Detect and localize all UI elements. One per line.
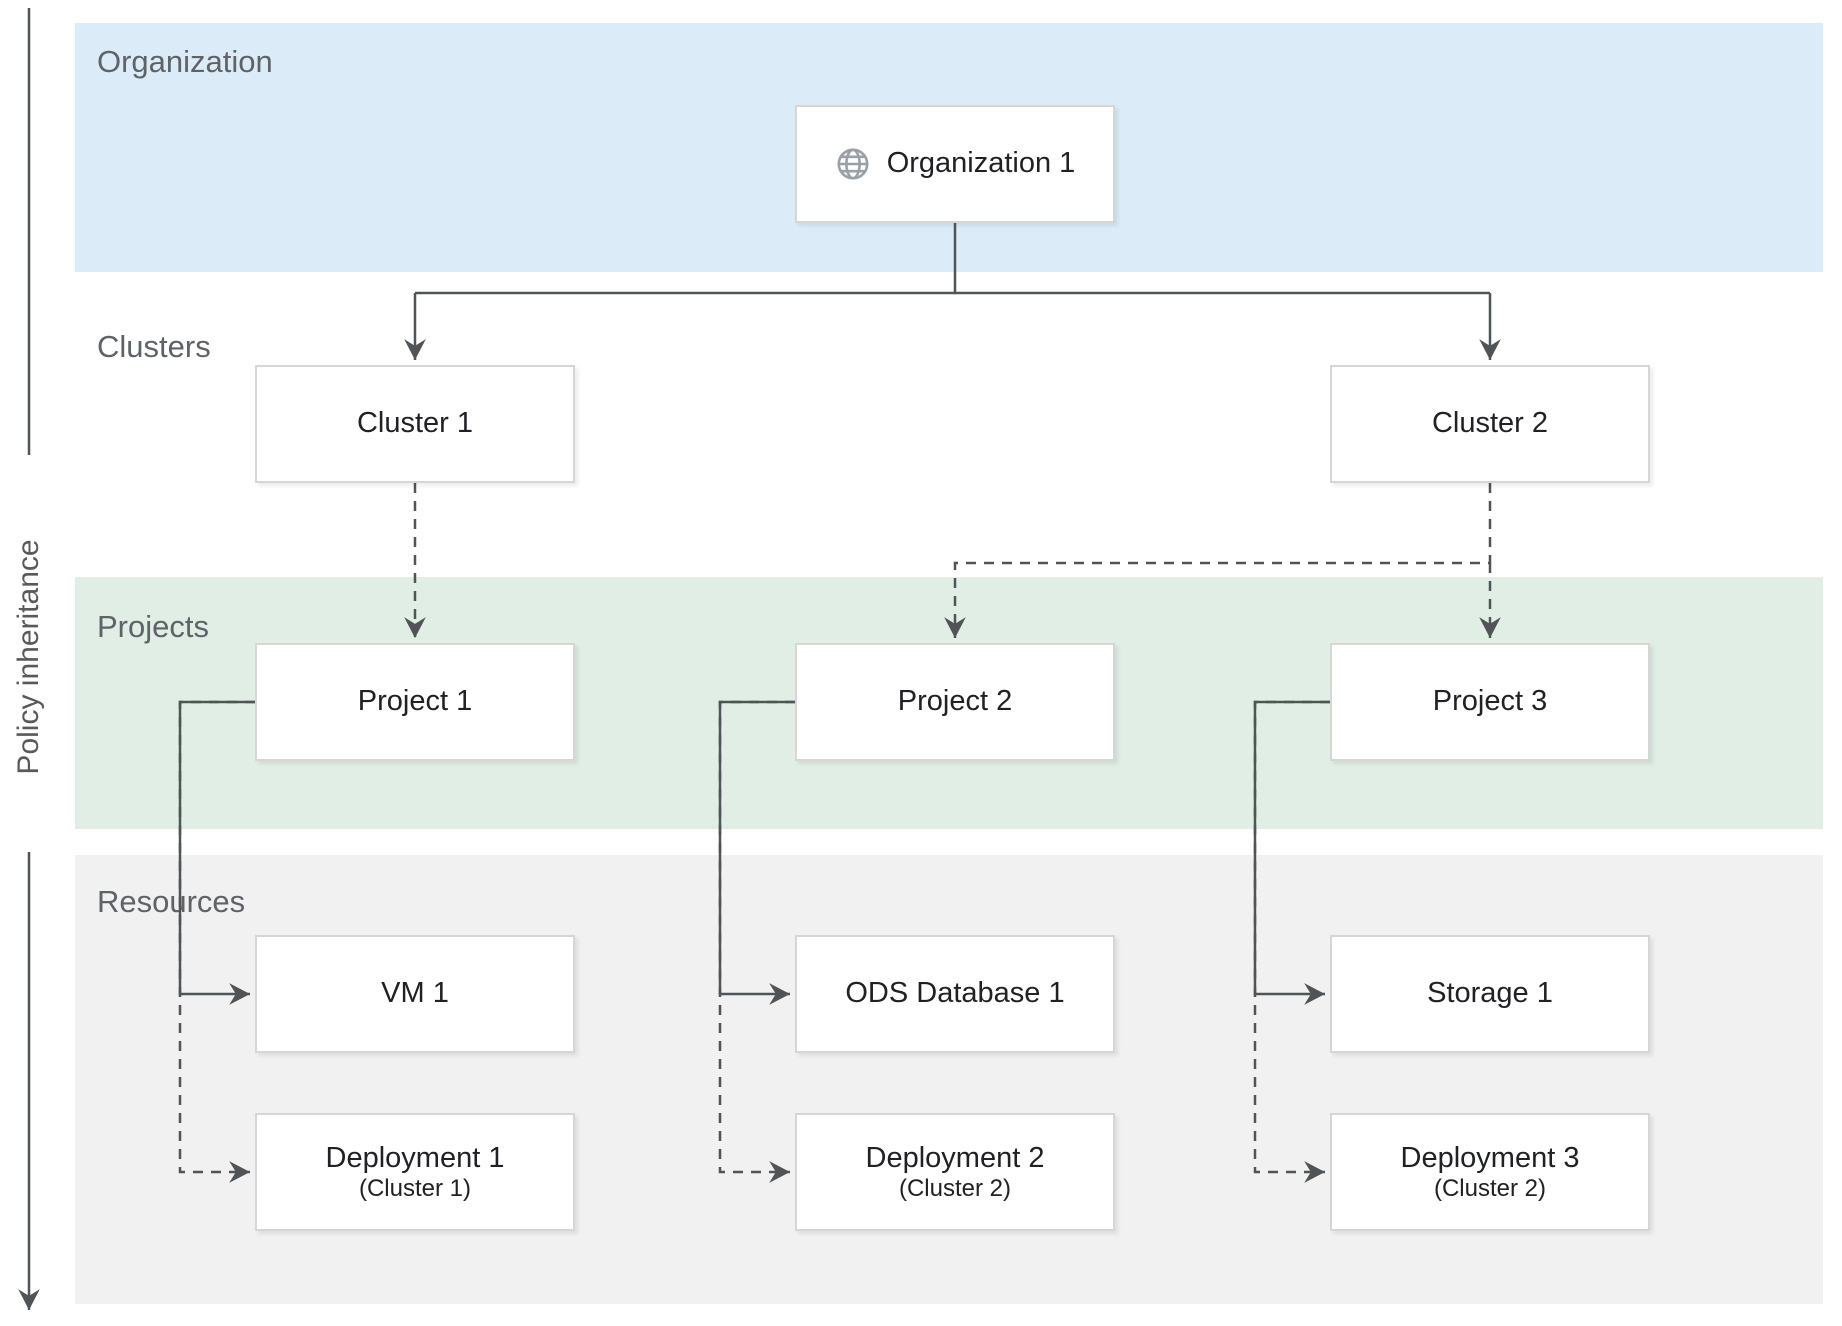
node-label: Cluster 1 (356, 407, 474, 440)
node-label: Organization 1 (886, 147, 1076, 180)
node-label: Deployment 2 (865, 1141, 1045, 1174)
node-deployment-3: Deployment 3 (Cluster 2) (1330, 1113, 1650, 1231)
node-label: Project 2 (897, 685, 1013, 718)
section-label-projects: Projects (97, 609, 209, 644)
node-label: Storage 1 (1427, 977, 1553, 1010)
node-label: Deployment 3 (1400, 1141, 1580, 1174)
globe-icon (837, 148, 869, 180)
node-project-3: Project 3 (1330, 643, 1650, 761)
node-sublabel: (Cluster 2) (1433, 1174, 1547, 1202)
node-ods-database-1: ODS Database 1 (795, 935, 1115, 1053)
node-sublabel: (Cluster 1) (358, 1174, 472, 1202)
node-storage-1: Storage 1 (1330, 935, 1650, 1053)
node-label: Project 3 (1432, 685, 1548, 718)
resources-band (75, 855, 1823, 1304)
node-cluster-2: Cluster 2 (1330, 365, 1650, 483)
node-project-2: Project 2 (795, 643, 1115, 761)
section-label-resources: Resources (97, 884, 246, 919)
node-label: Cluster 2 (1431, 407, 1549, 440)
node-organization-1: Organization 1 (795, 105, 1115, 223)
node-sublabel: (Cluster 2) (898, 1174, 1012, 1202)
node-label: Project 1 (357, 685, 473, 718)
node-label: Deployment 1 (325, 1141, 505, 1174)
node-project-1: Project 1 (255, 643, 575, 761)
node-deployment-2: Deployment 2 (Cluster 2) (795, 1113, 1115, 1231)
node-label: ODS Database 1 (845, 977, 1065, 1010)
node-deployment-1: Deployment 1 (Cluster 1) (255, 1113, 575, 1231)
node-cluster-1: Cluster 1 (255, 365, 575, 483)
section-label-organization: Organization (97, 44, 273, 79)
node-vm-1: VM 1 (255, 935, 575, 1053)
policy-inheritance-label: Policy inheritance (12, 539, 45, 775)
node-label: VM 1 (381, 977, 449, 1010)
section-label-clusters: Clusters (97, 329, 211, 364)
